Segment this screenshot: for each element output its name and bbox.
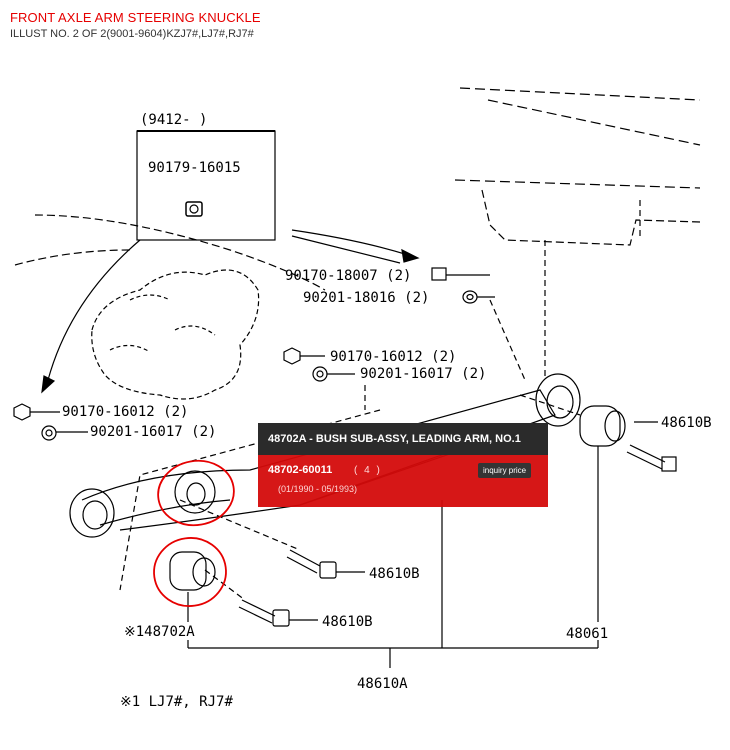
part-date-range: (01/1990 - 05/1993): [278, 484, 358, 494]
bushing-right: [579, 405, 626, 447]
illustration-subtitle: ILLUST NO. 2 OF 2(9001-9604)KZJ7#,LJ7#,R…: [10, 28, 254, 40]
label-90201-16017-left: 90201-16017 (2): [90, 424, 216, 440]
frame-line-1: [459, 87, 701, 101]
bushing-upper: [174, 470, 216, 514]
label-90201-18016: 90201-18016 (2): [303, 290, 429, 306]
inset-date-label: (9412- ): [140, 112, 207, 128]
bushing-lower: [169, 551, 216, 591]
inquiry-price-button[interactable]: inquiry price: [478, 463, 532, 478]
label-90179-16015: 90179-16015: [148, 160, 241, 176]
nut-18007: [431, 267, 447, 281]
nut-16012-left: [13, 403, 31, 421]
footnote: ※1 LJ7#, RJ7#: [120, 694, 233, 710]
label-148702A: ※148702A: [124, 624, 195, 640]
label-48610B-right: 48610B: [661, 415, 712, 431]
part-quantity: ( 4 ): [354, 465, 382, 476]
bolt-mid: [286, 549, 337, 579]
tooltip-heading: 48702A - BUSH SUB-ASSY, LEADING ARM, NO.…: [258, 423, 548, 455]
label-90201-16017-right: 90201-16017 (2): [360, 366, 486, 382]
nut-16012-right: [283, 347, 301, 365]
bolt-low: [238, 599, 290, 627]
washer-16017-right: [312, 366, 328, 382]
label-48061: 48061: [566, 626, 608, 642]
label-90170-18007: 90170-18007 (2): [285, 268, 411, 284]
nut-icon: [185, 201, 203, 217]
frame-line-3: [454, 179, 701, 189]
label-48610B-low: 48610B: [322, 614, 373, 630]
highlight-circles: [153, 459, 235, 607]
page-title: FRONT AXLE ARM STEERING KNUCKLE: [10, 10, 261, 25]
washer-16017-left: [41, 425, 57, 441]
washer-18016: [462, 290, 478, 304]
frame-line-2: [487, 99, 701, 146]
label-48610A: 48610A: [357, 676, 408, 692]
bolt-right: [626, 444, 677, 472]
tooltip-body: 48702-60011 ( 4 ) (01/1990 - 05/1993) in…: [258, 455, 548, 507]
frame-bracket: [481, 189, 701, 246]
label-90170-16012-right: 90170-16012 (2): [330, 349, 456, 365]
part-tooltip: 48702A - BUSH SUB-ASSY, LEADING ARM, NO.…: [258, 423, 548, 507]
part-number-link[interactable]: 48702-60011: [268, 464, 333, 476]
label-48610B-mid: 48610B: [369, 566, 420, 582]
label-90170-16012-left: 90170-16012 (2): [62, 404, 188, 420]
